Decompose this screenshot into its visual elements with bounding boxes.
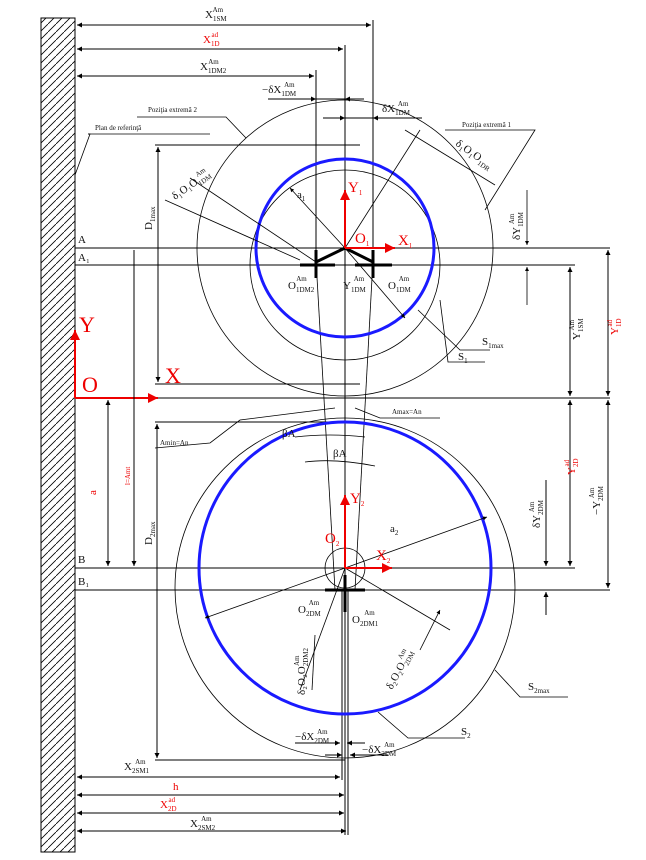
bottom-dimensions <box>77 740 388 834</box>
global-axes <box>70 330 158 403</box>
label-s2max: S2max <box>528 681 550 695</box>
label-d2-o2-o2dm2: δ₂O₂O2DM2Am <box>293 647 310 695</box>
label-dy2dm: δY2DMAm <box>528 499 545 528</box>
top-dimensions <box>74 22 536 211</box>
s1-circle <box>249 169 441 361</box>
label-amin: Amin=An <box>160 439 189 447</box>
label-o2-origin: O2 <box>325 531 340 548</box>
label-h: h <box>173 781 179 793</box>
label-position-2: Poziţia extremă 2 <box>148 106 197 114</box>
label-a-distance: a <box>87 490 99 495</box>
label-line-a: A <box>78 234 86 246</box>
label-reference-plane: Plan de referinţă <box>95 124 142 132</box>
label-beta-a-1: βA <box>282 428 296 440</box>
s2max-circle <box>174 417 516 759</box>
labels: X1SMAm X1Dad X1DM2Am −δX1DMAm δX1DMAm Po… <box>78 6 623 832</box>
label-s1: S1 <box>458 351 468 365</box>
left-dimensions <box>105 250 345 761</box>
label-x1-axis: X1 <box>398 233 413 250</box>
label-a2: a2 <box>390 523 399 537</box>
label-o1-origin: O1 <box>355 231 370 248</box>
right-dimensions <box>543 250 611 615</box>
label-d2-o2-o2dm: δ₂O₂O2DMAm <box>381 645 417 692</box>
label-y1d: Y1Dad <box>606 318 623 335</box>
reference-wall <box>40 17 76 853</box>
label-y1-axis: Y1 <box>348 180 363 197</box>
s1max-circle <box>196 99 494 397</box>
label-x1dm2: X1DM2Am <box>200 58 227 75</box>
label-global-o: O <box>82 372 98 397</box>
label-d1-o1-o1dm: δ₁O₁O1DMAm <box>168 165 214 204</box>
label-o1dm: O1DMAm <box>388 275 412 294</box>
top-part <box>155 99 529 397</box>
label-line-b1: B₁ <box>78 576 89 588</box>
label-neg-dx2dm-2: −δX2DMAm <box>362 741 397 758</box>
label-y2d: Y2Dad <box>563 458 580 475</box>
label-y1dm: Y1DMAm <box>343 275 367 294</box>
label-neg-dx2dm-1: −δX2DMAm <box>295 728 330 745</box>
label-x2sm1: X2SM1Am <box>124 758 150 775</box>
label-y1sm: Y1SMAm <box>568 318 585 340</box>
label-x1d: X1Dad <box>203 31 220 48</box>
label-x2sm2: X2SM2Am <box>190 815 216 832</box>
label-y2-axis: Y2 <box>350 491 365 508</box>
label-d1-o1-o1dr: δ₁O₁O1DR <box>452 138 495 174</box>
label-neg-y2dm: −Y2DMAm <box>588 485 605 515</box>
label-o2dm: O2DMAm <box>298 599 322 618</box>
label-neg-dx1dm: −δX1DMAm <box>262 81 297 98</box>
label-global-x: X <box>165 363 181 388</box>
label-line-a1: A₁ <box>78 252 90 264</box>
label-l-amt: l=Amt <box>124 467 132 485</box>
label-global-y: Y <box>79 312 95 337</box>
label-a1: a1 <box>297 189 306 203</box>
label-o1dm2: O1DM2Am <box>288 275 315 294</box>
label-x2-axis: X2 <box>376 548 391 565</box>
part1-section <box>254 157 436 339</box>
label-d2max: D2max <box>143 521 157 545</box>
label-beta-a-2: βA <box>333 448 347 460</box>
label-x1sm: X1SMAm <box>205 6 227 23</box>
label-dy1dm: δY1DMAm <box>508 211 525 240</box>
label-dx1dm: δX1DMAm <box>382 100 411 117</box>
label-d1max: D1max <box>143 206 157 230</box>
label-o2dm1: O2DM1Am <box>352 609 379 628</box>
label-x2d: X2Dad <box>160 796 177 813</box>
label-amax: Amax=An <box>392 408 422 416</box>
part2-section <box>197 420 493 716</box>
label-s1max: S1max <box>482 336 504 350</box>
label-position-1: Poziţia extremă 1 <box>462 121 511 129</box>
bottom-part <box>154 407 568 759</box>
label-s2: S2 <box>461 726 471 740</box>
label-line-b: B <box>78 554 85 566</box>
